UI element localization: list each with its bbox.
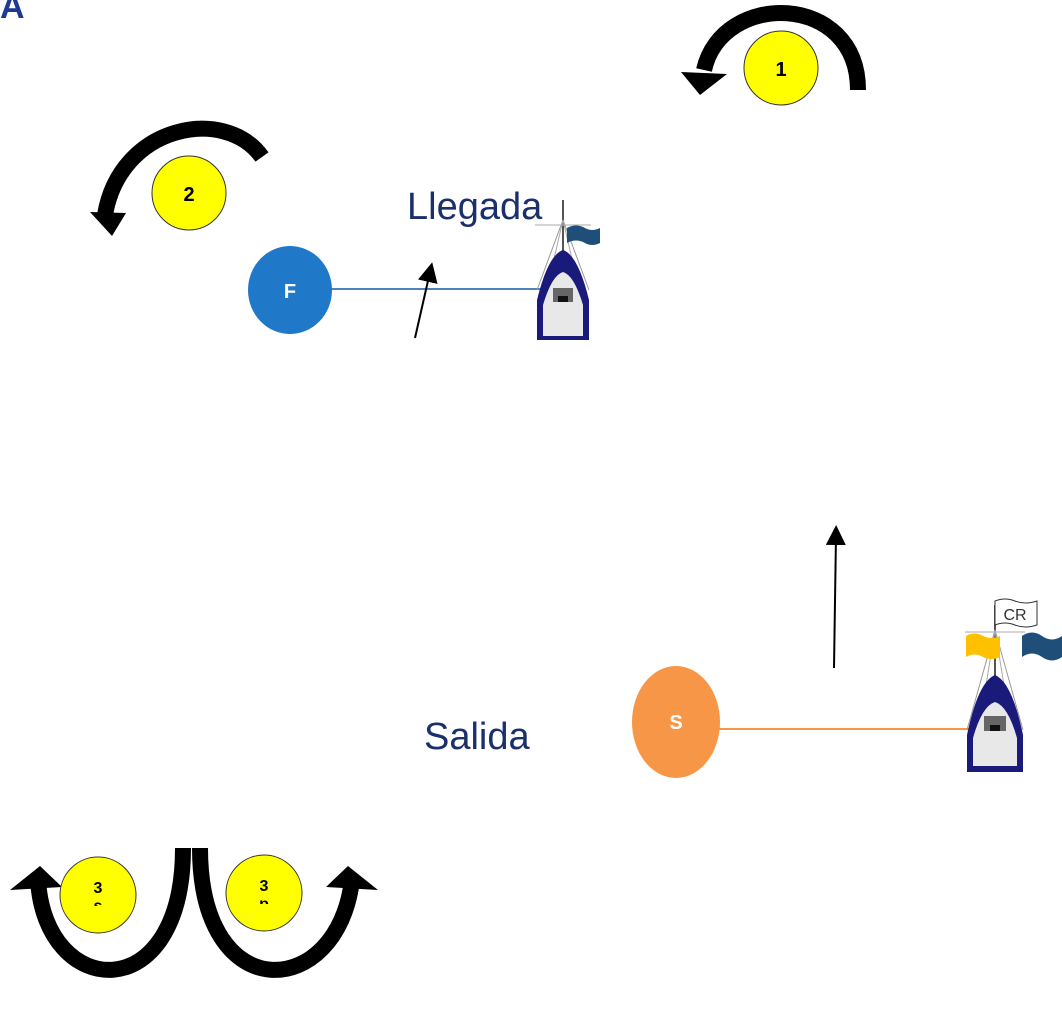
finish-label: Llegada — [407, 186, 543, 228]
yellow-flag-icon — [966, 633, 1000, 659]
corner-label: A — [0, 0, 25, 26]
mark2-rounding-arrow-icon — [90, 120, 269, 236]
finish-mark-label: F — [284, 281, 296, 303]
finish-committee-boat-icon — [535, 200, 600, 340]
mark-3p-number: 3 — [260, 878, 269, 895]
finish-approach-arrow — [414, 262, 438, 339]
blue-flag-icon — [1022, 632, 1062, 661]
start-committee-boat-icon: CR — [965, 598, 1062, 772]
course-direction-arrow — [825, 525, 846, 669]
start-mark: S — [632, 666, 720, 778]
cr-flag-icon: CR — [994, 598, 1038, 628]
mark1-rounding-arrow-icon — [681, 5, 866, 95]
start-label: Salida — [424, 716, 530, 758]
mark-1-label: 1 — [775, 59, 786, 81]
gate3p-rounding-arrow-icon — [192, 847, 378, 978]
mark-2: 2 — [151, 155, 227, 231]
mark-2-label: 2 — [183, 184, 194, 206]
mark-3p: 3 p — [225, 854, 303, 932]
mark-1: 1 — [743, 30, 819, 106]
cr-flag-text: CR — [1003, 607, 1026, 624]
finish-mark: F — [248, 246, 332, 334]
mark-3s: 3 s — [59, 856, 137, 934]
mark-3s-number: 3 — [94, 880, 103, 897]
start-mark-label: S — [669, 712, 682, 734]
gate3s-rounding-arrow-icon — [10, 847, 191, 978]
